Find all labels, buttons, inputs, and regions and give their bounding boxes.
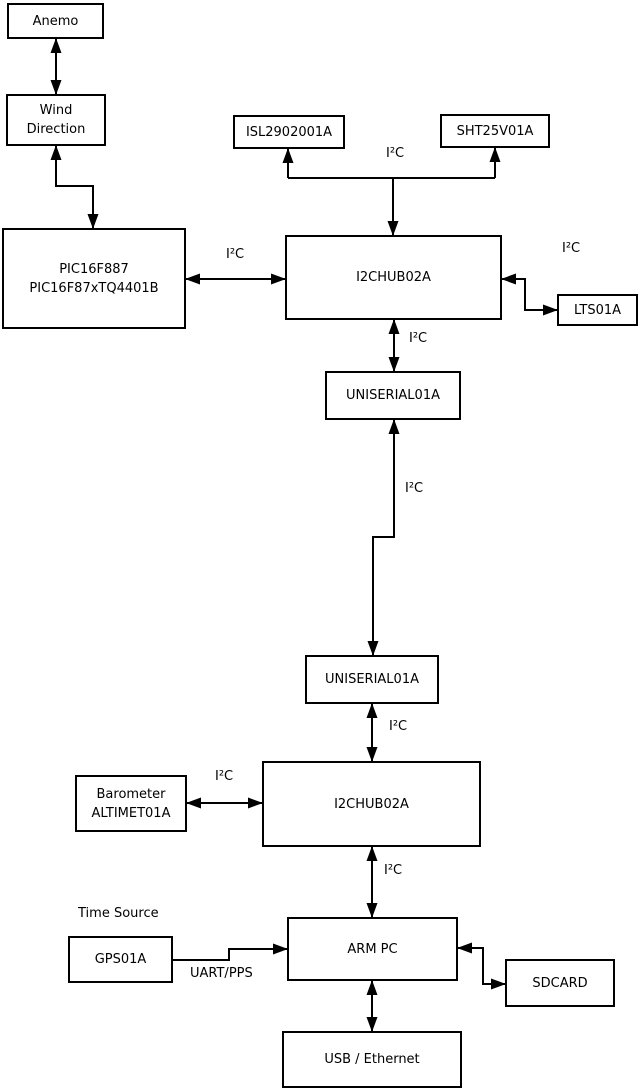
node-wind-direction-label: Wind Direction [26,103,86,137]
edge-label-time-source: Time Source [78,906,159,921]
node-usb-ethernet: USB / Ethernet [282,1031,462,1088]
edge-label-i2c-hub2-armpc: I²C [384,863,403,878]
node-pic16f887-label: PIC16F887 PIC16F87xTQ4401B [29,261,159,296]
node-isl2902001a-label: ISL2902001A [245,124,333,140]
node-barometer-altimet01a-label: Barometer ALTIMET01A [91,786,171,821]
node-sht25v01a: SHT25V01A [440,114,550,148]
node-lts01a-label: LTS01A [573,302,622,318]
connector-wind-pic [50,145,99,229]
node-uniserial01a-1-label: UNISERIAL01A [346,388,440,403]
node-barometer-altimet01a: Barometer ALTIMET01A [75,775,187,832]
node-wind-direction: Wind Direction [6,94,106,146]
node-gps01a-label: GPS01A [94,952,147,967]
node-i2chub02a-1: I2CHUB02A [285,235,502,320]
node-uniserial01a-2-label: UNISERIAL01A [325,672,419,687]
edge-label-i2c-hub1-lts: I²C [562,241,581,256]
connector-hub1-lts [501,273,558,316]
node-gps01a: GPS01A [68,936,173,983]
edge-label-uart-pps: UART/PPS [190,966,253,981]
edge-label-i2c-uniserial2-hub2: I²C [389,719,408,734]
node-uniserial01a-2: UNISERIAL01A [305,655,439,704]
edge-label-i2c-hub1-uniserial1: I²C [409,331,428,346]
node-anemo: Anemo [7,3,104,39]
node-lts01a: LTS01A [557,294,638,326]
edge-label-i2c-pic-hub1: I²C [226,247,245,262]
node-sdcard-label: SDCARD [532,975,588,991]
node-pic16f887: PIC16F887 PIC16F87xTQ4401B [2,228,186,329]
connector-armpc-sdcard [457,942,506,990]
node-anemo-label: Anemo [32,13,79,29]
edge-label-i2c-barometer-hub2: I²C [215,769,234,784]
node-isl2902001a: ISL2902001A [233,115,345,149]
connector-uniserial1-uniserial2 [367,419,400,656]
node-i2chub02a-1-label: I2CHUB02A [356,270,431,285]
node-i2chub02a-2-label: I2CHUB02A [334,796,409,812]
edge-label-i2c-uniserial-link: I²C [405,481,424,496]
connector-gps-armpc [173,943,288,961]
node-i2chub02a-2: I2CHUB02A [262,761,481,847]
node-sdcard: SDCARD [505,959,615,1007]
node-arm-pc-label: ARM PC [347,941,398,957]
edge-label-i2c-sensor-bus: I²C [386,146,405,161]
node-uniserial01a-1: UNISERIAL01A [325,371,461,420]
node-sht25v01a-label: SHT25V01A [456,123,534,139]
node-arm-pc: ARM PC [287,917,458,981]
node-usb-ethernet-label: USB / Ethernet [324,1052,420,1067]
